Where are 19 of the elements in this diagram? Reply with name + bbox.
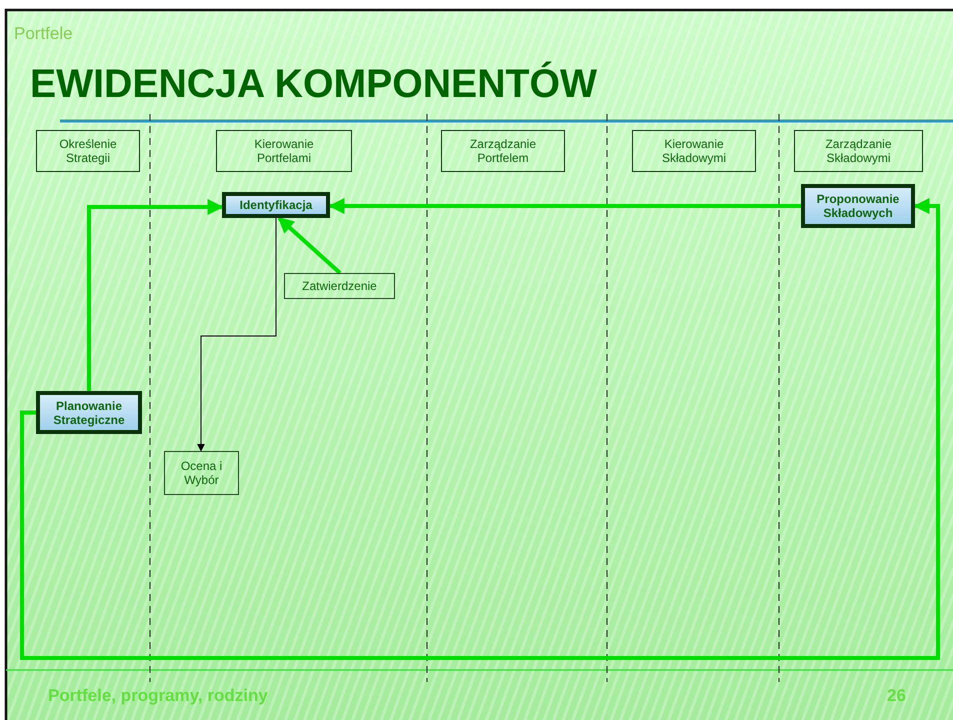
arrow	[20, 198, 940, 660]
arrow	[87, 199, 224, 391]
arrow	[328, 198, 801, 214]
arrow	[278, 216, 342, 274]
footer-text: Portfele, programy, rodziny	[48, 686, 268, 706]
lane-header-box: Zarządzanie Portfelem	[441, 130, 565, 172]
arrow	[197, 218, 276, 452]
process-box: Identyfikacja	[222, 192, 330, 218]
lane-header-box: Określenie Strategii	[36, 130, 140, 172]
section-label: Portfele	[14, 24, 73, 44]
process-box: Proponowanie Składowych	[801, 184, 915, 228]
page-number: 26	[887, 686, 906, 706]
lane-header-box: Zarządzanie Składowymi	[794, 130, 923, 172]
process-box: Zatwierdzenie	[284, 273, 395, 299]
lane-header-box: Kierowanie Portfelami	[216, 130, 352, 172]
process-box: Planowanie Strategiczne	[36, 391, 142, 434]
process-box: Ocena i Wybór	[164, 451, 239, 495]
slide-title: EWIDENCJA KOMPONENTÓW	[30, 62, 598, 107]
lane-header-box: Kierowanie Składowymi	[632, 130, 756, 172]
